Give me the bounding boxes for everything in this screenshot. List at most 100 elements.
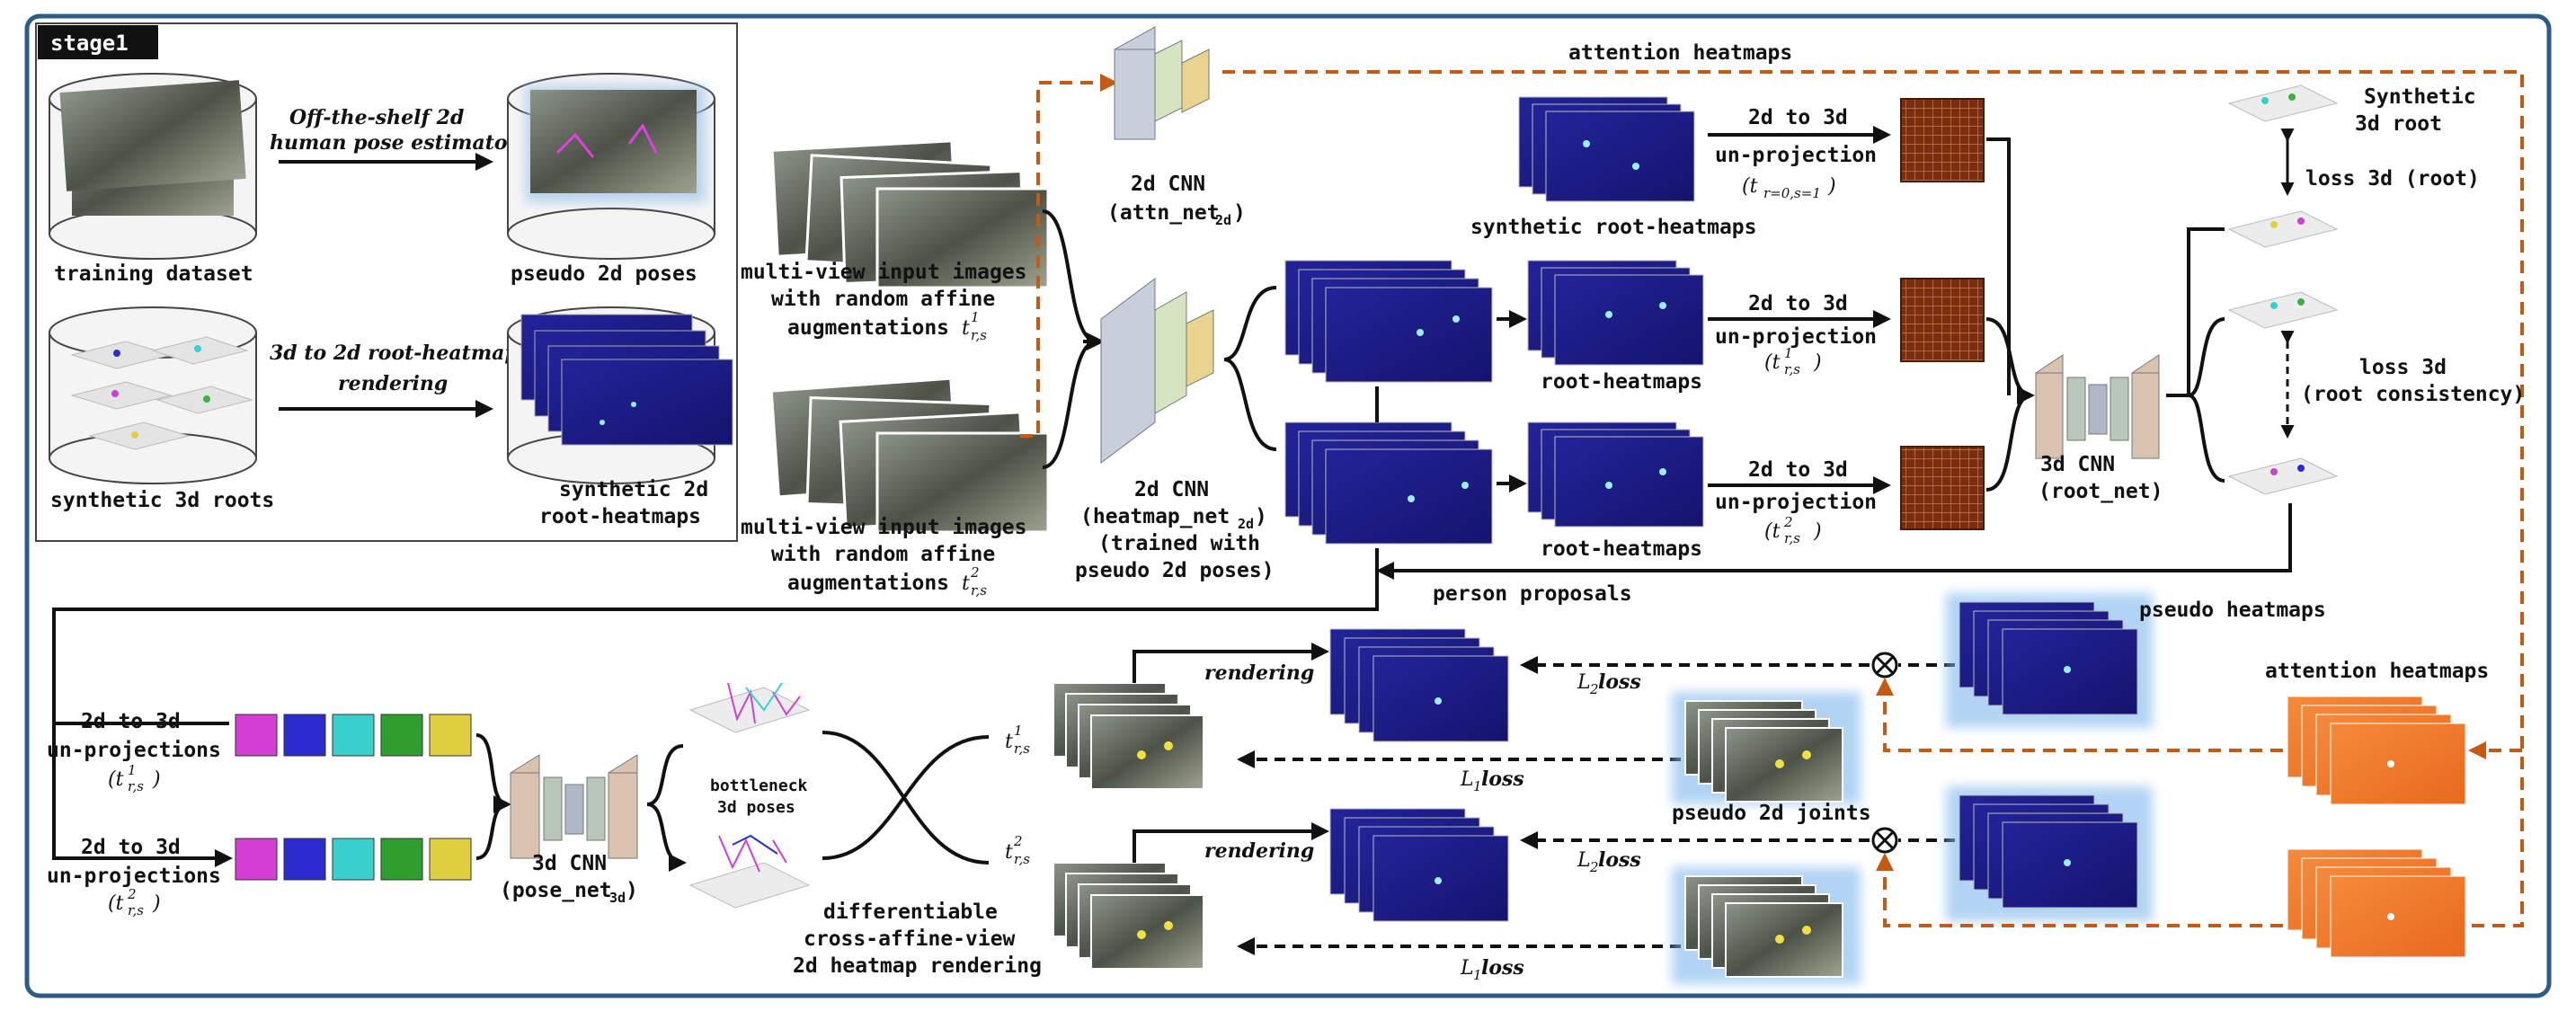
path-to-left-unproj <box>52 548 1379 858</box>
unproj-left-b-1: 2d to 3d <box>81 836 181 859</box>
root-net-outputs <box>2166 227 2225 483</box>
attention-dashed-to-mult-a <box>1876 678 2283 752</box>
rendering-bottom-label: rendering <box>1204 839 1314 863</box>
pseudo-2d-joints-label: pseudo 2d joints <box>1672 802 1871 825</box>
loss-consistency-label-2: (root consistency) <box>2301 383 2525 406</box>
brace-into-heatmap-net <box>1042 209 1097 469</box>
brace-out-pose-net <box>646 744 683 863</box>
heatmap-stack-2 <box>1284 421 1493 545</box>
svg-text:(pose_net: (pose_net <box>500 879 612 902</box>
unproj-a-1: 2d to 3d <box>1748 106 1848 129</box>
voxel-row-a <box>235 714 472 757</box>
synthetic-3d-root-label-2: 3d root <box>2355 112 2442 136</box>
pseudo-2d-joints-a <box>1672 692 1861 804</box>
svg-text:r,s: r,s <box>1784 361 1800 377</box>
pseudo-heatmaps-a <box>1946 593 2153 728</box>
cross-affine-curves <box>822 731 990 865</box>
svg-text:): ) <box>626 879 638 902</box>
svg-text:r,s: r,s <box>128 778 144 794</box>
l2-loss-label-a: L 2 loss <box>1577 670 1641 697</box>
t2-label: t 2 r,s <box>1005 833 1030 867</box>
unproj-left-b-2: un-projections <box>47 865 221 888</box>
stage1-label: stage1 <box>50 31 129 56</box>
voxel-row-b <box>235 838 472 881</box>
svg-text:2: 2 <box>127 886 137 902</box>
svg-text:augmentations: augmentations <box>787 316 949 340</box>
training-dataset-cylinder <box>49 73 257 260</box>
svg-text:loss: loss <box>1598 848 1641 872</box>
root-heatmaps-2-label: root-heatmaps <box>1541 537 1702 561</box>
diff-render-label-3: 2d heatmap rendering <box>793 954 1042 978</box>
attention-dashed-input <box>1020 74 1118 438</box>
rendered-heatmaps-b <box>1329 808 1509 922</box>
heatmap-stack-1 <box>1284 260 1493 383</box>
voxel-cube-c <box>1900 446 1985 530</box>
attention-dashed-to-mult-b <box>1876 853 2283 927</box>
svg-text:1: 1 <box>128 762 137 778</box>
svg-text:r,s: r,s <box>971 582 987 599</box>
svg-text:): ) <box>1233 201 1246 225</box>
svg-text:1: 1 <box>1473 967 1482 983</box>
svg-text:(t: (t <box>1764 520 1781 543</box>
svg-text:r,s: r,s <box>1784 530 1800 546</box>
synthetic-root-heatmaps-stack <box>1518 96 1695 202</box>
svg-text:1: 1 <box>971 309 980 325</box>
synthetic-3d-root-plot <box>2227 84 2339 122</box>
loss-consistency-label-1: loss 3d <box>2359 356 2447 379</box>
root-heatmaps-stack-2 <box>1527 421 1704 528</box>
pose-net-label-2: (pose_net 3d ) <box>500 879 638 906</box>
off-the-shelf-label-1: Off-the-shelf 2d <box>289 106 464 129</box>
unproj-c-2: un-projection <box>1715 491 1877 514</box>
heatmap-cnn-label-1: 2d CNN <box>1134 478 1209 501</box>
root-net-cnn <box>2035 354 2160 459</box>
svg-text:t: t <box>962 317 970 340</box>
attn-cnn-label-1: 2d CNN <box>1131 173 1205 196</box>
multiview-images-a <box>770 139 1050 289</box>
path-voxels-to-root-net <box>1985 137 2031 492</box>
rendering-arrow-a <box>1133 643 1329 683</box>
pseudo-2d-joints-b <box>1672 867 1861 984</box>
mv-input-a-3: augmentations t 1 r,s <box>787 309 987 343</box>
unproj-b-1: 2d to 3d <box>1748 292 1848 315</box>
root-heatmaps-stack-1 <box>1527 260 1704 366</box>
svg-text:2: 2 <box>1589 681 1599 697</box>
pseudo-2d-poses-cylinder <box>507 73 715 260</box>
person-proposals-label: person proposals <box>1433 582 1632 606</box>
svg-text:t: t <box>1005 841 1013 864</box>
training-dataset-label: training dataset <box>54 262 253 286</box>
pseudo-2d-poses-label: pseudo 2d poses <box>511 262 697 286</box>
root-net-label-2: (root_net) <box>2039 480 2163 503</box>
l1-loss-label-a: L 1 loss <box>1460 767 1524 794</box>
svg-text:2: 2 <box>970 564 980 581</box>
svg-text:2: 2 <box>1589 859 1599 875</box>
bottleneck-pose-plot-b <box>688 834 811 909</box>
svg-text:2d: 2d <box>1215 212 1231 228</box>
synthetic-3d-roots-cylinder <box>49 306 257 484</box>
attention-heatmaps-b <box>2287 848 2466 958</box>
voxel-cube-b <box>1900 278 1985 362</box>
unproj-c-3: (t 2 r,s ) <box>1764 514 1822 546</box>
unproj-a-2: un-projection <box>1715 144 1877 167</box>
mv-input-b-3: augmentations t 2 r,s <box>787 564 987 599</box>
off-the-shelf-label-2: human pose estimator <box>270 131 520 155</box>
svg-text:r,s: r,s <box>1014 741 1030 757</box>
svg-text:): ) <box>152 892 161 915</box>
pseudo-heatmaps-label: pseudo heatmaps <box>2139 599 2326 622</box>
rendered-heatmaps-a <box>1329 628 1509 742</box>
root-plot-a <box>2227 210 2339 248</box>
pseudo-heatmaps-b <box>1946 786 2153 921</box>
heatmap-net-cnn <box>1100 278 1214 464</box>
stage1-tag <box>38 25 158 59</box>
synthetic-2d-label-1: synthetic 2d <box>559 478 708 501</box>
svg-text:): ) <box>1827 175 1836 198</box>
root-net-label-1: 3d CNN <box>2040 453 2115 476</box>
svg-text:): ) <box>1813 520 1822 543</box>
svg-text:r,s: r,s <box>971 327 987 343</box>
svg-text:loss: loss <box>1481 767 1524 791</box>
svg-text:(heatmap_net: (heatmap_net <box>1080 505 1230 528</box>
unproj-left-a-1: 2d to 3d <box>81 710 181 733</box>
loss-root-label: loss 3d (root) <box>2305 167 2480 191</box>
diff-render-label-2: cross-affine-view <box>804 927 1016 951</box>
heatmap-cnn-label-3: (trained with <box>1098 532 1260 555</box>
attention-heatmaps-top-label: attention heatmaps <box>1568 41 1792 65</box>
